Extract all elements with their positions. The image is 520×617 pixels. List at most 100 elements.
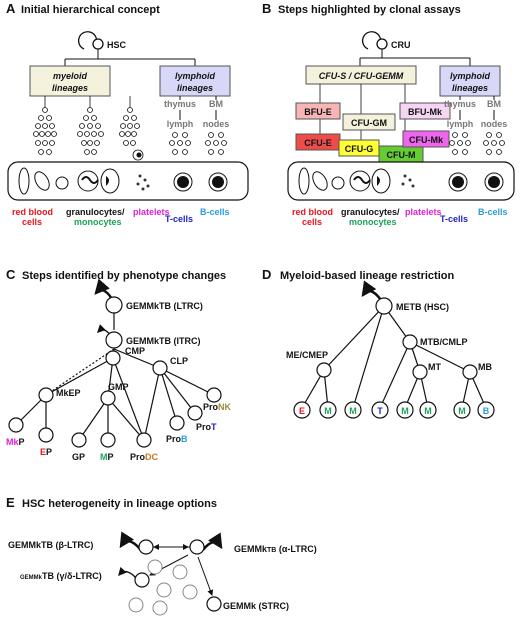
cfu-e-label: CFU-E <box>304 138 332 148</box>
cfu-s-label: CFU-S / CFU-GEMM <box>319 71 404 81</box>
other-cell-2 <box>172 564 188 580</box>
metb-label: METB (HSC) <box>396 302 449 312</box>
hsc-label: HSC <box>107 40 127 50</box>
cfu-mk-label: CFU-Mk <box>409 135 444 145</box>
lymphoid-label-1: lymphoid <box>175 71 216 81</box>
ep-node <box>38 427 54 443</box>
panel-d-letter: D <box>262 267 271 282</box>
leaf-e-label: E <box>299 406 305 416</box>
leaf-e <box>293 401 311 419</box>
nodes-label: nodes <box>203 119 230 129</box>
bm-label: BM <box>209 99 223 109</box>
beta-cell <box>138 539 154 555</box>
leaf-m-1 <box>319 401 337 419</box>
panel-b-letter: B <box>262 1 271 16</box>
panel-e-title: HSC heterogeneity in lineage options <box>22 498 217 510</box>
leaf-b <box>477 401 495 419</box>
mkp-label: MkP <box>6 437 25 447</box>
panel-d: D Myeloid-based lineage restriction METB… <box>262 267 495 419</box>
cfu-mk-box <box>402 130 450 148</box>
itrc-label: GEMMkTB (ITRC) <box>126 336 201 346</box>
nodes-label-b: nodes <box>481 119 508 129</box>
panel-a-letter: A <box>6 1 16 16</box>
cmp-label: CMP <box>125 346 145 356</box>
mecmep-node <box>316 362 332 378</box>
leaf-m-5 <box>453 401 471 419</box>
prot-node <box>187 405 203 421</box>
platelets-b-label: platelets <box>405 207 442 217</box>
leaf-t-label-a: T <box>377 406 383 416</box>
other-cell-1 <box>147 559 163 575</box>
progenitor-cascade-a <box>33 107 144 161</box>
rbc-b-label-1: red blood <box>292 207 333 217</box>
panel-d-title: Myeloid-based lineage restriction <box>280 270 454 282</box>
gp-label: GP <box>72 452 85 462</box>
granulocytes-b-label: granulocytes/ <box>341 207 400 217</box>
lymphoid-label-2: lineages <box>177 83 213 93</box>
mkep-node <box>38 387 54 403</box>
myeloid-lineages-box <box>29 65 111 97</box>
leaf-m-2 <box>344 401 362 419</box>
leaf-m-2-label: M <box>349 406 357 416</box>
thymus-label: thymus <box>164 99 196 109</box>
mkp-node <box>8 417 24 433</box>
lymphoid-lineages-box-b <box>439 65 501 97</box>
pronk-node <box>206 387 222 403</box>
rbc-b-label-2: cells <box>302 217 322 227</box>
leaf-b-label: B <box>483 406 490 416</box>
panel-b-title: Steps highlighted by clonal assays <box>278 4 461 16</box>
gamma-ltrc-label: GEMMkTB (γ/δ-LTRC) <box>20 571 102 581</box>
alpha-ltrc-label: GEMMkTB (α-LTRC) <box>234 544 317 554</box>
gp-node <box>71 432 87 448</box>
cfu-m-label: CFU-M <box>387 150 416 160</box>
prob-node <box>169 415 185 431</box>
gmp-node <box>100 390 116 406</box>
panel-c-letter: C <box>6 267 16 282</box>
panel-a: A Initial hierarchical concept HSC myelo… <box>6 1 249 227</box>
cfu-gm-label: CFU-GM <box>351 118 387 128</box>
panel-e: E HSC heterogeneity in lineage options G… <box>6 495 317 616</box>
leaf-m-3-label: M <box>401 406 409 416</box>
itrc-node <box>105 331 123 349</box>
beta-ltrc-label: GEMMkTB (β-LTRC) <box>8 540 93 550</box>
myeloid-label-2: lineages <box>52 83 88 93</box>
mkep-label: MkEP <box>56 388 81 398</box>
prodc-label: ProDC <box>130 452 159 462</box>
other-cell-4 <box>182 584 198 600</box>
prot-label: ProT <box>196 422 217 432</box>
b-cells-label: B-cells <box>200 207 230 217</box>
bfu-e-label: BFU-E <box>304 107 332 117</box>
ltrc-self-renew-arrow <box>94 278 114 300</box>
strc-label: GEMMk (STRC) <box>223 601 289 611</box>
strc-cell <box>206 596 222 612</box>
lymphoid-b-label-1: lymphoid <box>450 71 491 81</box>
panel-a-title: Initial hierarchical concept <box>21 4 160 16</box>
prodc-node <box>136 432 152 448</box>
ltrc-node <box>105 296 123 314</box>
other-cell-6 <box>152 600 168 616</box>
leaf-m-5-label: M <box>458 406 466 416</box>
rbc-label-2: cells <box>22 217 42 227</box>
alpha-self-renew-arrow <box>202 532 223 551</box>
cru-cell <box>376 38 388 50</box>
alpha-cell <box>189 539 205 555</box>
leaf-m-4-label: M <box>424 406 432 416</box>
blood-vessel <box>7 161 249 201</box>
ltrc-label: GEMMkTB (LTRC) <box>126 301 203 311</box>
lymph-label: lymph <box>167 119 194 129</box>
cfu-gm-box <box>342 113 396 131</box>
leaf-t <box>396 401 414 419</box>
metb-self-renew-arrow <box>361 280 383 301</box>
prob-label: ProB <box>166 434 188 444</box>
gamma-self-renew-arrow <box>118 566 137 579</box>
bfu-mk-label: BFU-Mk <box>408 107 443 117</box>
pronk-label: ProNK <box>203 402 232 412</box>
bm-label-b: BM <box>487 99 501 109</box>
rbc-label-1: red blood <box>12 207 53 217</box>
monocytes-b-label: monocytes <box>349 217 397 227</box>
mecmep-label: ME/CMEP <box>286 350 328 360</box>
other-cell-5 <box>128 597 144 613</box>
panel-e-letter: E <box>6 495 15 510</box>
metb-node <box>375 297 393 315</box>
cru-label: CRU <box>391 40 411 50</box>
